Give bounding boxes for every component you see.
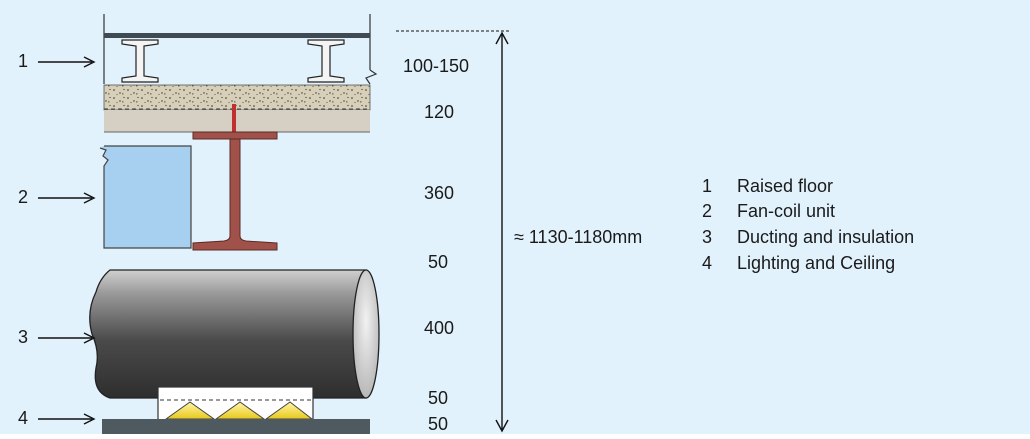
dimension-label: 360 [424, 183, 454, 203]
layer-marker-3: 3 [18, 327, 96, 347]
layer-marker-4: 4 [18, 408, 96, 428]
dimension-label: 400 [424, 318, 454, 338]
ceiling-panel [102, 419, 370, 434]
steel-i-beam [192, 131, 278, 251]
legend-number: 3 [702, 227, 712, 247]
layer-marker-2: 2 [18, 187, 96, 207]
dimension-label: 50 [428, 252, 448, 272]
pedestal-left [121, 39, 159, 83]
legend: 1 Raised floor 2 Fan-coil unit 3 Ducting… [702, 176, 914, 273]
legend-label: Raised floor [737, 176, 833, 196]
dimension-label: 100-150 [403, 56, 469, 76]
total-height-dimension: ≈ 1130-1180mm [396, 30, 642, 433]
light-fitting [157, 386, 314, 421]
marker-number: 4 [18, 408, 28, 428]
legend-label: Fan-coil unit [737, 201, 835, 221]
floor-panel [104, 33, 370, 38]
concrete-slab [103, 84, 371, 133]
marker-number: 1 [18, 51, 28, 71]
layer-marker-1: 1 [18, 51, 96, 71]
legend-number: 4 [702, 253, 712, 273]
legend-label: Lighting and Ceiling [737, 253, 895, 273]
dimension-label: 120 [424, 102, 454, 122]
total-height-label: ≈ 1130-1180mm [514, 227, 642, 247]
marker-number: 3 [18, 327, 28, 347]
dimension-label: 50 [428, 414, 448, 434]
marker-number: 2 [18, 187, 28, 207]
legend-number: 1 [702, 176, 712, 196]
legend-label: Ducting and insulation [737, 227, 914, 247]
dimension-label: 50 [428, 388, 448, 408]
shear-connector [232, 104, 236, 132]
legend-number: 2 [702, 201, 712, 221]
duct [89, 269, 380, 399]
pedestal-right [307, 39, 345, 83]
dimension-column: 100-150 120 360 50 400 50 50 [403, 56, 469, 434]
fan-coil-unit [99, 145, 192, 249]
raised-floor [103, 14, 378, 85]
